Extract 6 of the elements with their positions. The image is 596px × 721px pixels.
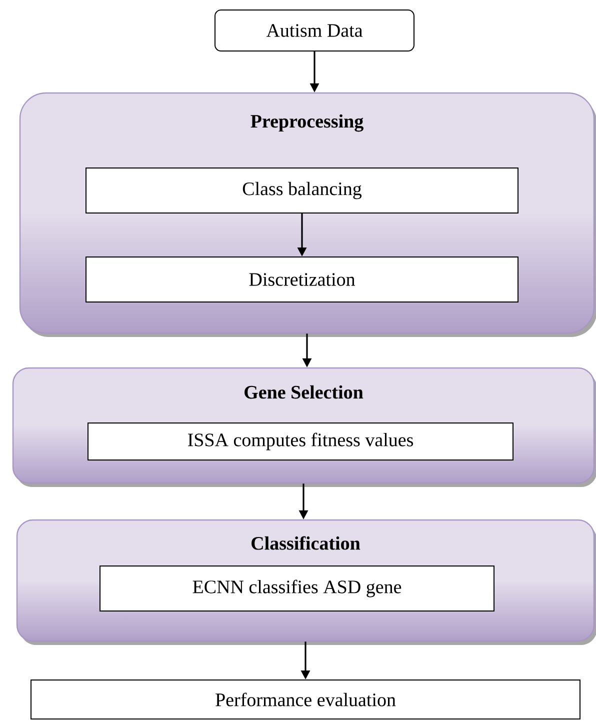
start-box: Autism Data — [214, 10, 414, 52]
process-box: Class balancing — [86, 168, 518, 214]
process-box: Performance evaluation — [30, 680, 580, 720]
process-box: ECNN classifies ASD gene — [100, 566, 494, 612]
process-box: ISSA computes fitness values — [88, 422, 514, 460]
process-box: Discretization — [86, 256, 518, 302]
